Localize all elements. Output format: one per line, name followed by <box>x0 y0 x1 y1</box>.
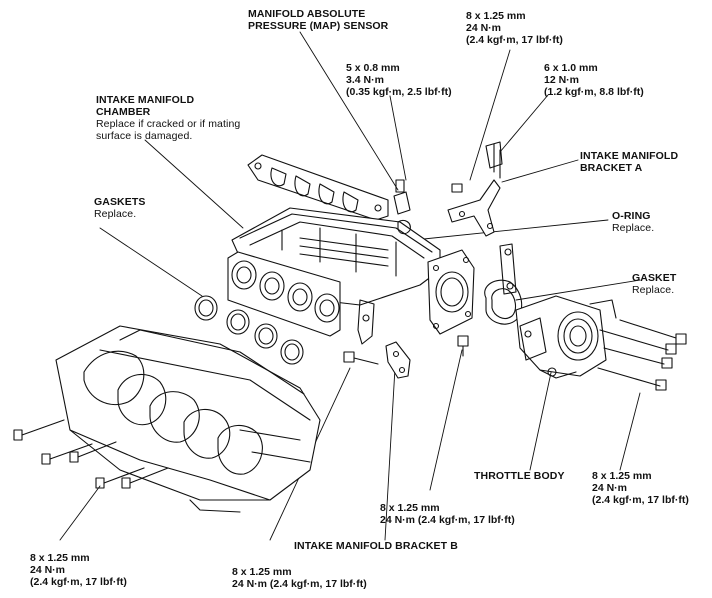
label-gaskets-note: Replace. <box>94 208 137 220</box>
o-ring <box>499 243 517 295</box>
label-gasket-title: GASKET <box>632 272 677 284</box>
spec-bracket-b-top: 8 x 1.25 mm 24 N·m (2.4 kgf·m, 17 lbf·ft… <box>380 502 515 526</box>
label-gasket-note: Replace. <box>632 284 675 296</box>
spec-bracket-b-top-size: 8 x 1.25 mm <box>380 502 440 514</box>
spec-top-bolt-alt: (2.4 kgf·m, 17 lbf·ft) <box>466 34 563 46</box>
spec-map-bolt: 5 x 0.8 mm 3.4 N·m (0.35 kgf·m, 2.5 lbf·… <box>346 62 452 98</box>
label-bracket-a-title-1: INTAKE MANIFOLD <box>580 150 679 162</box>
runner-gaskets <box>194 295 304 365</box>
spec-map-bolt-size: 5 x 0.8 mm <box>346 62 400 74</box>
label-bracket-b-title: INTAKE MANIFOLD BRACKET B <box>294 540 458 552</box>
spec-bracket-b-bottom-torque: 24 N·m (2.4 kgf·m, 17 lbf·ft) <box>232 578 367 590</box>
label-chamber-title-1: INTAKE MANIFOLD <box>96 94 195 106</box>
label-throttle-body: THROTTLE BODY <box>474 470 565 482</box>
throttle-body <box>515 295 617 379</box>
spec-lower-left-alt: (2.4 kgf·m, 17 lbf·ft) <box>30 576 127 588</box>
upper-gasket-plate <box>247 154 389 221</box>
lower-intake-manifold <box>55 325 321 513</box>
spec-right-bolt: 6 x 1.0 mm 12 N·m (1.2 kgf·m, 8.8 lbf·ft… <box>544 62 644 98</box>
spec-top-bolt-size: 8 x 1.25 mm <box>466 10 526 22</box>
spec-throttle-bolts-alt: (2.4 kgf·m, 17 lbf·ft) <box>592 494 689 506</box>
label-o-ring-note: Replace. <box>612 222 655 234</box>
spec-right-bolt-alt: (1.2 kgf·m, 8.8 lbf·ft) <box>544 86 644 98</box>
label-map-sensor-title-1: MANIFOLD ABSOLUTE <box>248 8 366 20</box>
spec-throttle-bolts-size: 8 x 1.25 mm <box>592 470 652 482</box>
spec-lower-left-size: 8 x 1.25 mm <box>30 552 90 564</box>
label-chamber-title-2: CHAMBER <box>96 106 151 118</box>
spec-top-bolt-torque: 24 N·m <box>466 22 502 34</box>
spec-right-bolt-size: 6 x 1.0 mm <box>544 62 598 74</box>
label-gaskets: GASKETS Replace. <box>94 196 145 220</box>
spec-lower-left: 8 x 1.25 mm 24 N·m (2.4 kgf·m, 17 lbf·ft… <box>30 552 127 588</box>
label-gasket: GASKET Replace. <box>632 272 676 296</box>
label-chamber: INTAKE MANIFOLD CHAMBER Replace if crack… <box>96 94 240 142</box>
spec-bracket-b-bottom: 8 x 1.25 mm 24 N·m (2.4 kgf·m, 17 lbf·ft… <box>232 566 367 590</box>
label-bracket-a-title-2: BRACKET A <box>580 162 643 174</box>
spec-map-bolt-torque: 3.4 N·m <box>346 74 384 86</box>
label-chamber-note-2: surface is damaged. <box>96 130 193 142</box>
spec-throttle-bolts-torque: 24 N·m <box>592 482 628 494</box>
spec-top-bolt: 8 x 1.25 mm 24 N·m (2.4 kgf·m, 17 lbf·ft… <box>466 10 563 46</box>
spec-lower-left-torque: 24 N·m <box>30 564 66 576</box>
label-map-sensor-title-2: PRESSURE (MAP) SENSOR <box>248 20 389 32</box>
label-gaskets-title: GASKETS <box>94 196 146 208</box>
intake-manifold-bracket-a <box>447 141 503 237</box>
label-o-ring-title: O-RING <box>612 210 651 222</box>
intake-manifold-chamber <box>227 207 475 345</box>
label-bracket-a: INTAKE MANIFOLD BRACKET A <box>580 150 678 174</box>
map-sensor <box>393 179 411 235</box>
spec-bracket-b-top-torque: 24 N·m (2.4 kgf·m, 17 lbf·ft) <box>380 514 515 526</box>
intake-manifold-bracket-b <box>343 335 469 379</box>
throttle-body-gasket <box>484 279 523 325</box>
label-throttle-body-title: THROTTLE BODY <box>474 470 565 482</box>
label-map-sensor: MANIFOLD ABSOLUTE PRESSURE (MAP) SENSOR <box>248 8 388 32</box>
spec-bracket-b-bottom-size: 8 x 1.25 mm <box>232 566 292 578</box>
spec-right-bolt-torque: 12 N·m <box>544 74 580 86</box>
label-o-ring: O-RING Replace. <box>612 210 654 234</box>
lower-left-bolts <box>13 419 169 489</box>
spec-map-bolt-alt: (0.35 kgf·m, 2.5 lbf·ft) <box>346 86 452 98</box>
spec-throttle-bolts: 8 x 1.25 mm 24 N·m (2.4 kgf·m, 17 lbf·ft… <box>592 470 689 506</box>
label-chamber-note-1: Replace if cracked or if mating <box>96 118 241 130</box>
label-bracket-b: INTAKE MANIFOLD BRACKET B <box>294 540 458 552</box>
throttle-body-bolts <box>597 319 687 391</box>
